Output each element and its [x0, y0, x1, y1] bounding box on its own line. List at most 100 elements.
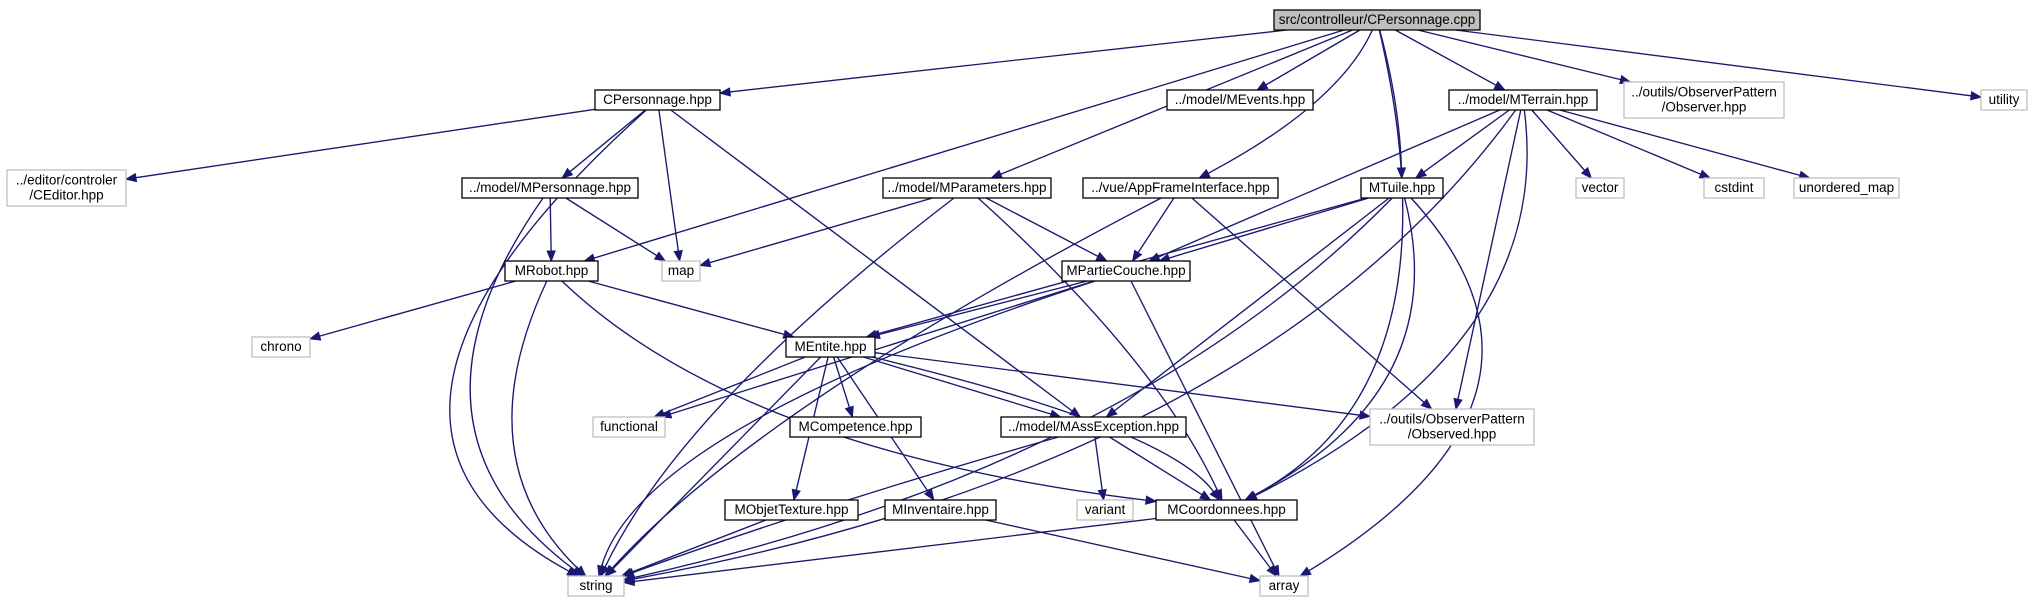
node-umap: unordered_map [1793, 177, 1900, 199]
node-label: ../model/MTerrain.hpp [1458, 92, 1589, 107]
edge-line [1253, 197, 1416, 496]
arrow-head-icon [622, 576, 635, 587]
node-map: map [661, 260, 701, 282]
edge-line [1109, 436, 1203, 496]
node-label: chrono [260, 339, 301, 354]
node-box [1061, 260, 1191, 282]
node-cpers[interactable]: CPersonnage.hpp [594, 89, 721, 111]
node-mterrain[interactable]: ../model/MTerrain.hpp [1448, 89, 1598, 111]
edge-line [1559, 109, 1801, 177]
arrow-head-icon [791, 488, 801, 502]
node-label: MPartieCouche.hpp [1066, 263, 1185, 278]
edge-mrobot-chrono [308, 280, 517, 341]
edge-line [633, 197, 1393, 579]
arrow-head-icon [620, 567, 634, 577]
edge-mpers-mrobot [546, 197, 556, 263]
node-label: utility [1989, 92, 2020, 107]
node-mpers[interactable]: ../model/MPersonnage.hpp [461, 177, 639, 199]
edge-mtuile-mpartie [1158, 197, 1369, 263]
edge-line [1113, 197, 1390, 412]
arrow-head-icon [124, 172, 138, 183]
edge-root-cpers [718, 29, 1288, 97]
node-string: string [567, 575, 625, 597]
node-label: src/controlleur/CPersonnage.cpp [1279, 12, 1476, 27]
edge-line [1191, 197, 1425, 403]
edge-line [670, 109, 1073, 412]
node-observer: ../outils/ObserverPattern/Observer.hpp [1623, 81, 1785, 119]
edge-line [612, 356, 822, 570]
edge-mentite-string [604, 356, 822, 577]
node-mpartie[interactable]: MPartieCouche.hpp [1061, 260, 1191, 282]
node-minv[interactable]: MInventaire.hpp [884, 499, 997, 521]
node-label: MObjetTexture.hpp [734, 502, 848, 517]
arrow-head-icon [653, 251, 667, 262]
node-massexc[interactable]: ../model/MAssException.hpp [1000, 416, 1187, 438]
node-mtuile[interactable]: MTuile.hpp [1360, 177, 1444, 199]
edge-line [511, 280, 579, 570]
edge-line [593, 29, 1345, 259]
edge-line [1168, 197, 1369, 259]
node-mobjtex[interactable]: MObjetTexture.hpp [724, 499, 859, 521]
edge-mpartie-mentite [868, 280, 1088, 339]
edge-line [565, 197, 658, 257]
node-mparams[interactable]: ../model/MParameters.hpp [882, 177, 1052, 199]
edge-line [600, 280, 1096, 567]
arrow-head-icon [574, 565, 587, 577]
node-mcomp[interactable]: MCompetence.hpp [789, 416, 922, 438]
node-mevents[interactable]: ../model/MEvents.hpp [1166, 89, 1314, 111]
arrow-head-icon [1698, 169, 1712, 179]
node-label: ../editor/controler [16, 173, 118, 188]
edge-line [670, 280, 1095, 415]
arrow-head-icon [1198, 168, 1211, 179]
node-root[interactable]: src/controlleur/CPersonnage.cpp [1273, 9, 1481, 31]
arrow-head-icon [604, 565, 617, 577]
node-mentite[interactable]: MEntite.hpp [785, 336, 876, 358]
edge-line [1531, 109, 1586, 171]
arrow-head-icon [698, 258, 712, 268]
edge-line [1308, 197, 1483, 572]
edge-line [561, 280, 1147, 501]
edge-mtuile-string [622, 197, 1393, 583]
edge-line [709, 197, 933, 264]
node-box [1082, 177, 1279, 199]
edge-root-mrobot [583, 29, 1345, 263]
arrow-head-icon [1199, 490, 1212, 501]
node-box [1703, 177, 1765, 199]
node-box [1166, 89, 1314, 111]
node-ceditor: ../editor/controler/CEditor.hpp [6, 169, 127, 207]
node-label: ../outils/ObserverPattern [1631, 85, 1777, 100]
edge-line [549, 197, 552, 252]
node-mcoord[interactable]: MCoordonnees.hpp [1155, 499, 1298, 521]
node-label: string [579, 578, 612, 593]
node-label: cstdint [1714, 180, 1753, 195]
node-box [1793, 177, 1900, 199]
node-label: MEntite.hpp [794, 339, 866, 354]
edge-line [1394, 29, 1497, 86]
node-mrobot[interactable]: MRobot.hpp [504, 260, 599, 282]
node-appframe[interactable]: ../vue/AppFrameInterface.hpp [1082, 177, 1279, 199]
node-box [884, 499, 997, 521]
edge-mpers-map [565, 197, 667, 262]
arrow-head-icon [1580, 166, 1593, 180]
edge-line [878, 280, 1088, 336]
node-vector: vector [1575, 177, 1625, 199]
node-box [504, 260, 599, 282]
edge-mterrain-umap [1559, 109, 1812, 180]
node-variant: variant [1076, 499, 1134, 521]
node-label: vector [1582, 180, 1619, 195]
edge-line [569, 109, 646, 173]
node-box [1076, 499, 1134, 521]
edge-line [874, 352, 1361, 416]
arrow-head-icon [1359, 410, 1372, 420]
edge-mrobot-mentite [588, 280, 796, 339]
edge-line [1158, 109, 1501, 258]
node-chrono: chrono [251, 336, 311, 358]
edge-cpers-ceditor [124, 108, 596, 183]
edge-cpers-mpers [561, 109, 646, 179]
arrow-head-icon [1299, 566, 1312, 577]
node-array: array [1259, 575, 1309, 597]
edge-line [1130, 280, 1276, 568]
edge-cpers-map [658, 109, 683, 263]
node-label: functional [600, 419, 658, 434]
node-box [1623, 81, 1785, 119]
